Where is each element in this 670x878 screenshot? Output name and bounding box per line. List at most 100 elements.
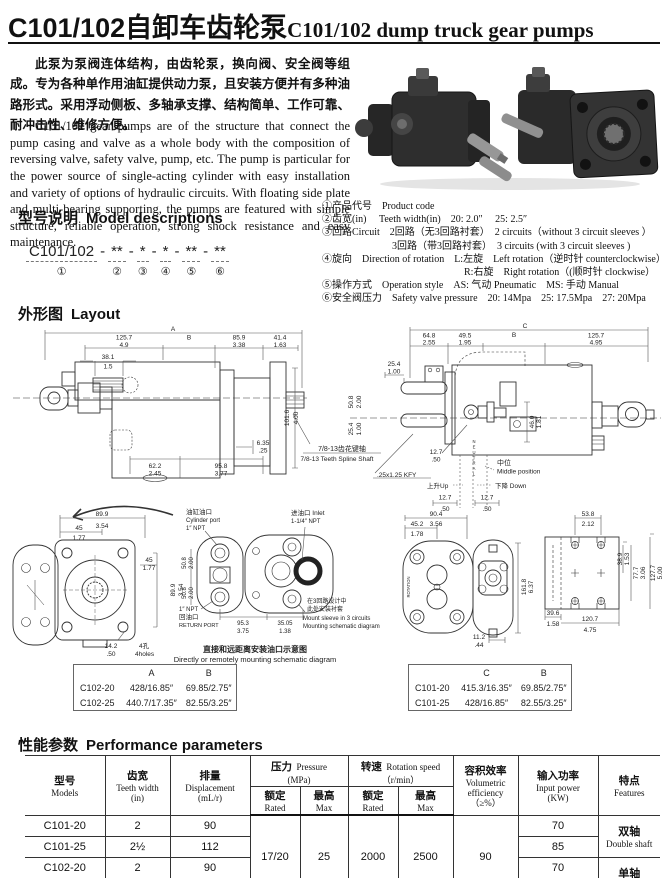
code-seg3: *: [136, 243, 149, 262]
spec-line-4: 3回路（带3回路衬套） 3 circuits (with 3 circuit s…: [392, 240, 631, 252]
header-displacement: 排量 Displacement (mL/r): [169, 755, 251, 816]
dim-label: 3.54: [96, 523, 109, 530]
spec-line-5: ④旋向 Direction of rotation L:左旋 Left rota…: [322, 253, 666, 265]
dim-label: 95.3: [237, 621, 249, 627]
speed-max-cell: 2500: [397, 814, 454, 878]
dim-label: .50: [106, 651, 115, 658]
disp-cell: 112: [169, 835, 251, 858]
dim-label: 3.56: [430, 521, 443, 528]
table-row: C102-25 440.7/17.35″ 82.55/3.25″: [74, 695, 237, 711]
dim-label: 127.7: [650, 564, 657, 581]
front-view-rotation-dims: [404, 515, 468, 539]
dim-label: 3.54: [178, 583, 185, 596]
heading-zh: 型号说明: [18, 210, 79, 227]
photo-shadow: [380, 178, 640, 190]
code-circle-2: ②: [111, 265, 122, 278]
front-view-manifold: [196, 534, 334, 614]
dim-label: 50.8: [348, 395, 355, 408]
dim-label: 2.00: [189, 587, 195, 599]
key-spec-label: .25x1.25 KFY: [377, 472, 417, 479]
front-view-manifold-dims: [190, 526, 306, 620]
dim-label: 2.12: [582, 521, 595, 528]
header-pressure-en: Pressure: [296, 762, 327, 772]
heading-en: Performance parameters: [86, 737, 263, 754]
header-disp-en: Displacement: [185, 782, 235, 793]
dim-label: 2.55: [423, 340, 436, 347]
dim-label: 90.4: [430, 511, 443, 518]
model-cell: C101-20: [25, 814, 106, 837]
header-teeth-width: 齿宽 Teeth width (in): [104, 755, 171, 816]
header-input-power: 输入功率 Input power (KW): [517, 755, 599, 816]
dim-label: .25: [258, 448, 267, 455]
model-cell: C102-20: [25, 856, 106, 878]
sleeve-note-zh1: 在3回路设计中: [307, 597, 346, 605]
product-photo: [355, 67, 659, 190]
table-row: C101-20 415.3/16.35″ 69.85/2.75″: [409, 680, 572, 695]
col-header-b: B: [205, 667, 212, 678]
sleeve-note-en1: Mount sleeve in 3 circuits: [303, 616, 370, 622]
dim-label: 25.4: [348, 422, 355, 435]
inlet-npt: 1-1/4″ NPT: [291, 519, 321, 525]
header-disp-unit: (mL/r): [198, 792, 222, 803]
front-view-oval-flange: [472, 539, 514, 638]
rated-zh: 额定: [264, 790, 286, 802]
front-view-mounting-dims: [544, 515, 654, 626]
dim-label: 77.7: [633, 566, 640, 579]
power-cell: 70: [517, 856, 599, 878]
heading-zh: 外形图: [18, 306, 64, 323]
dim-label: 95.8: [215, 463, 228, 470]
teeth-cell: 2½: [104, 835, 171, 858]
dim-label: 41.4: [274, 335, 287, 342]
spec-line-1: ①产品代号 Product code: [322, 201, 435, 212]
dim-label: 101.6: [284, 409, 291, 426]
dim-label: A: [171, 326, 176, 333]
side-view-left-labels: A 125.7 4.9 B 85.9 3.38 41.4 1.63 38.1 1…: [102, 326, 374, 478]
mounting-caption-en: Directly or remotely mounting schematic …: [174, 655, 337, 664]
header-pressure: 压力 Pressure (MPa): [249, 755, 349, 787]
dim-label: 1.77: [143, 565, 156, 572]
front-view-pump-face-labels: 89.9 3.54 45 1.77 45 1.77 89.9 3.54 14.2…: [73, 511, 185, 658]
dim-c-cell: 415.3/16.35″: [461, 682, 512, 693]
dim-label: 38.9: [617, 552, 624, 565]
front-view-pump-face-dims: [59, 515, 158, 641]
header-speed-rated: 额定 Rated: [347, 786, 399, 816]
features-zh: 单轴: [618, 867, 641, 878]
header-disp-zh: 排量: [199, 769, 221, 782]
header-models-zh: 型号: [54, 774, 76, 787]
dim-b-cell: 82.55/3.25″: [520, 697, 567, 708]
middle-position-label-en: Middle position: [497, 469, 541, 476]
cylinder-port-label-en: Cylinder port: [186, 518, 220, 524]
pressure-rated-cell: 17/20: [249, 814, 301, 878]
code-dash: -: [174, 243, 180, 260]
header-features-zh: 特点: [618, 774, 640, 787]
header-models: 型号 Models: [25, 755, 106, 816]
heading-zh: 性能参数: [18, 737, 79, 754]
header-pressure-unit: (MPa): [287, 775, 311, 785]
dim-label: 125.7: [588, 333, 605, 340]
dim-label: 6.35: [257, 440, 270, 447]
dim-label: .50: [431, 457, 440, 464]
side-view-drawings: A 125.7 4.9 B 85.9 3.38 41.4 1.63 38.1 1…: [13, 323, 661, 513]
neutral-label: NEUTRAL: [472, 439, 477, 477]
col-header-a: A: [148, 667, 155, 678]
dim-label: 12.7: [481, 495, 494, 502]
dim-label: 1.58: [547, 621, 560, 628]
dim-label: 1.00: [356, 422, 363, 435]
dim-label: 125.7: [116, 335, 133, 342]
title-divider: [8, 42, 660, 44]
spec-line-7: ⑤操作方式 Operation style AS: 气动 Pneumatic M…: [322, 280, 619, 292]
dim-label: 1.38: [279, 629, 291, 635]
spec-line-6: R:右旋 Right rotation（(顺时针 clockwise）: [464, 267, 656, 279]
dim-label: 39.6: [547, 610, 560, 617]
header-speed-max: 最高 Max: [397, 786, 454, 816]
rated-zh: 额定: [362, 790, 384, 802]
return-port-npt: 1″ NPT: [179, 607, 198, 613]
down-label: 下降 Down: [495, 481, 527, 490]
spec-line-3: ③回路Circuit 2回路（无3回路衬套） 2 circuits（withou…: [322, 227, 652, 239]
header-pressure-rated: 额定 Rated: [250, 786, 301, 816]
front-view-drawings: 89.9 3.54 45 1.77 45 1.77 89.9 3.54 14.2…: [12, 505, 664, 664]
cylinder-port-label-zh: 油缸油口: [186, 507, 212, 516]
table-row: C101-25 428/16.85″ 82.55/3.25″: [409, 695, 572, 711]
